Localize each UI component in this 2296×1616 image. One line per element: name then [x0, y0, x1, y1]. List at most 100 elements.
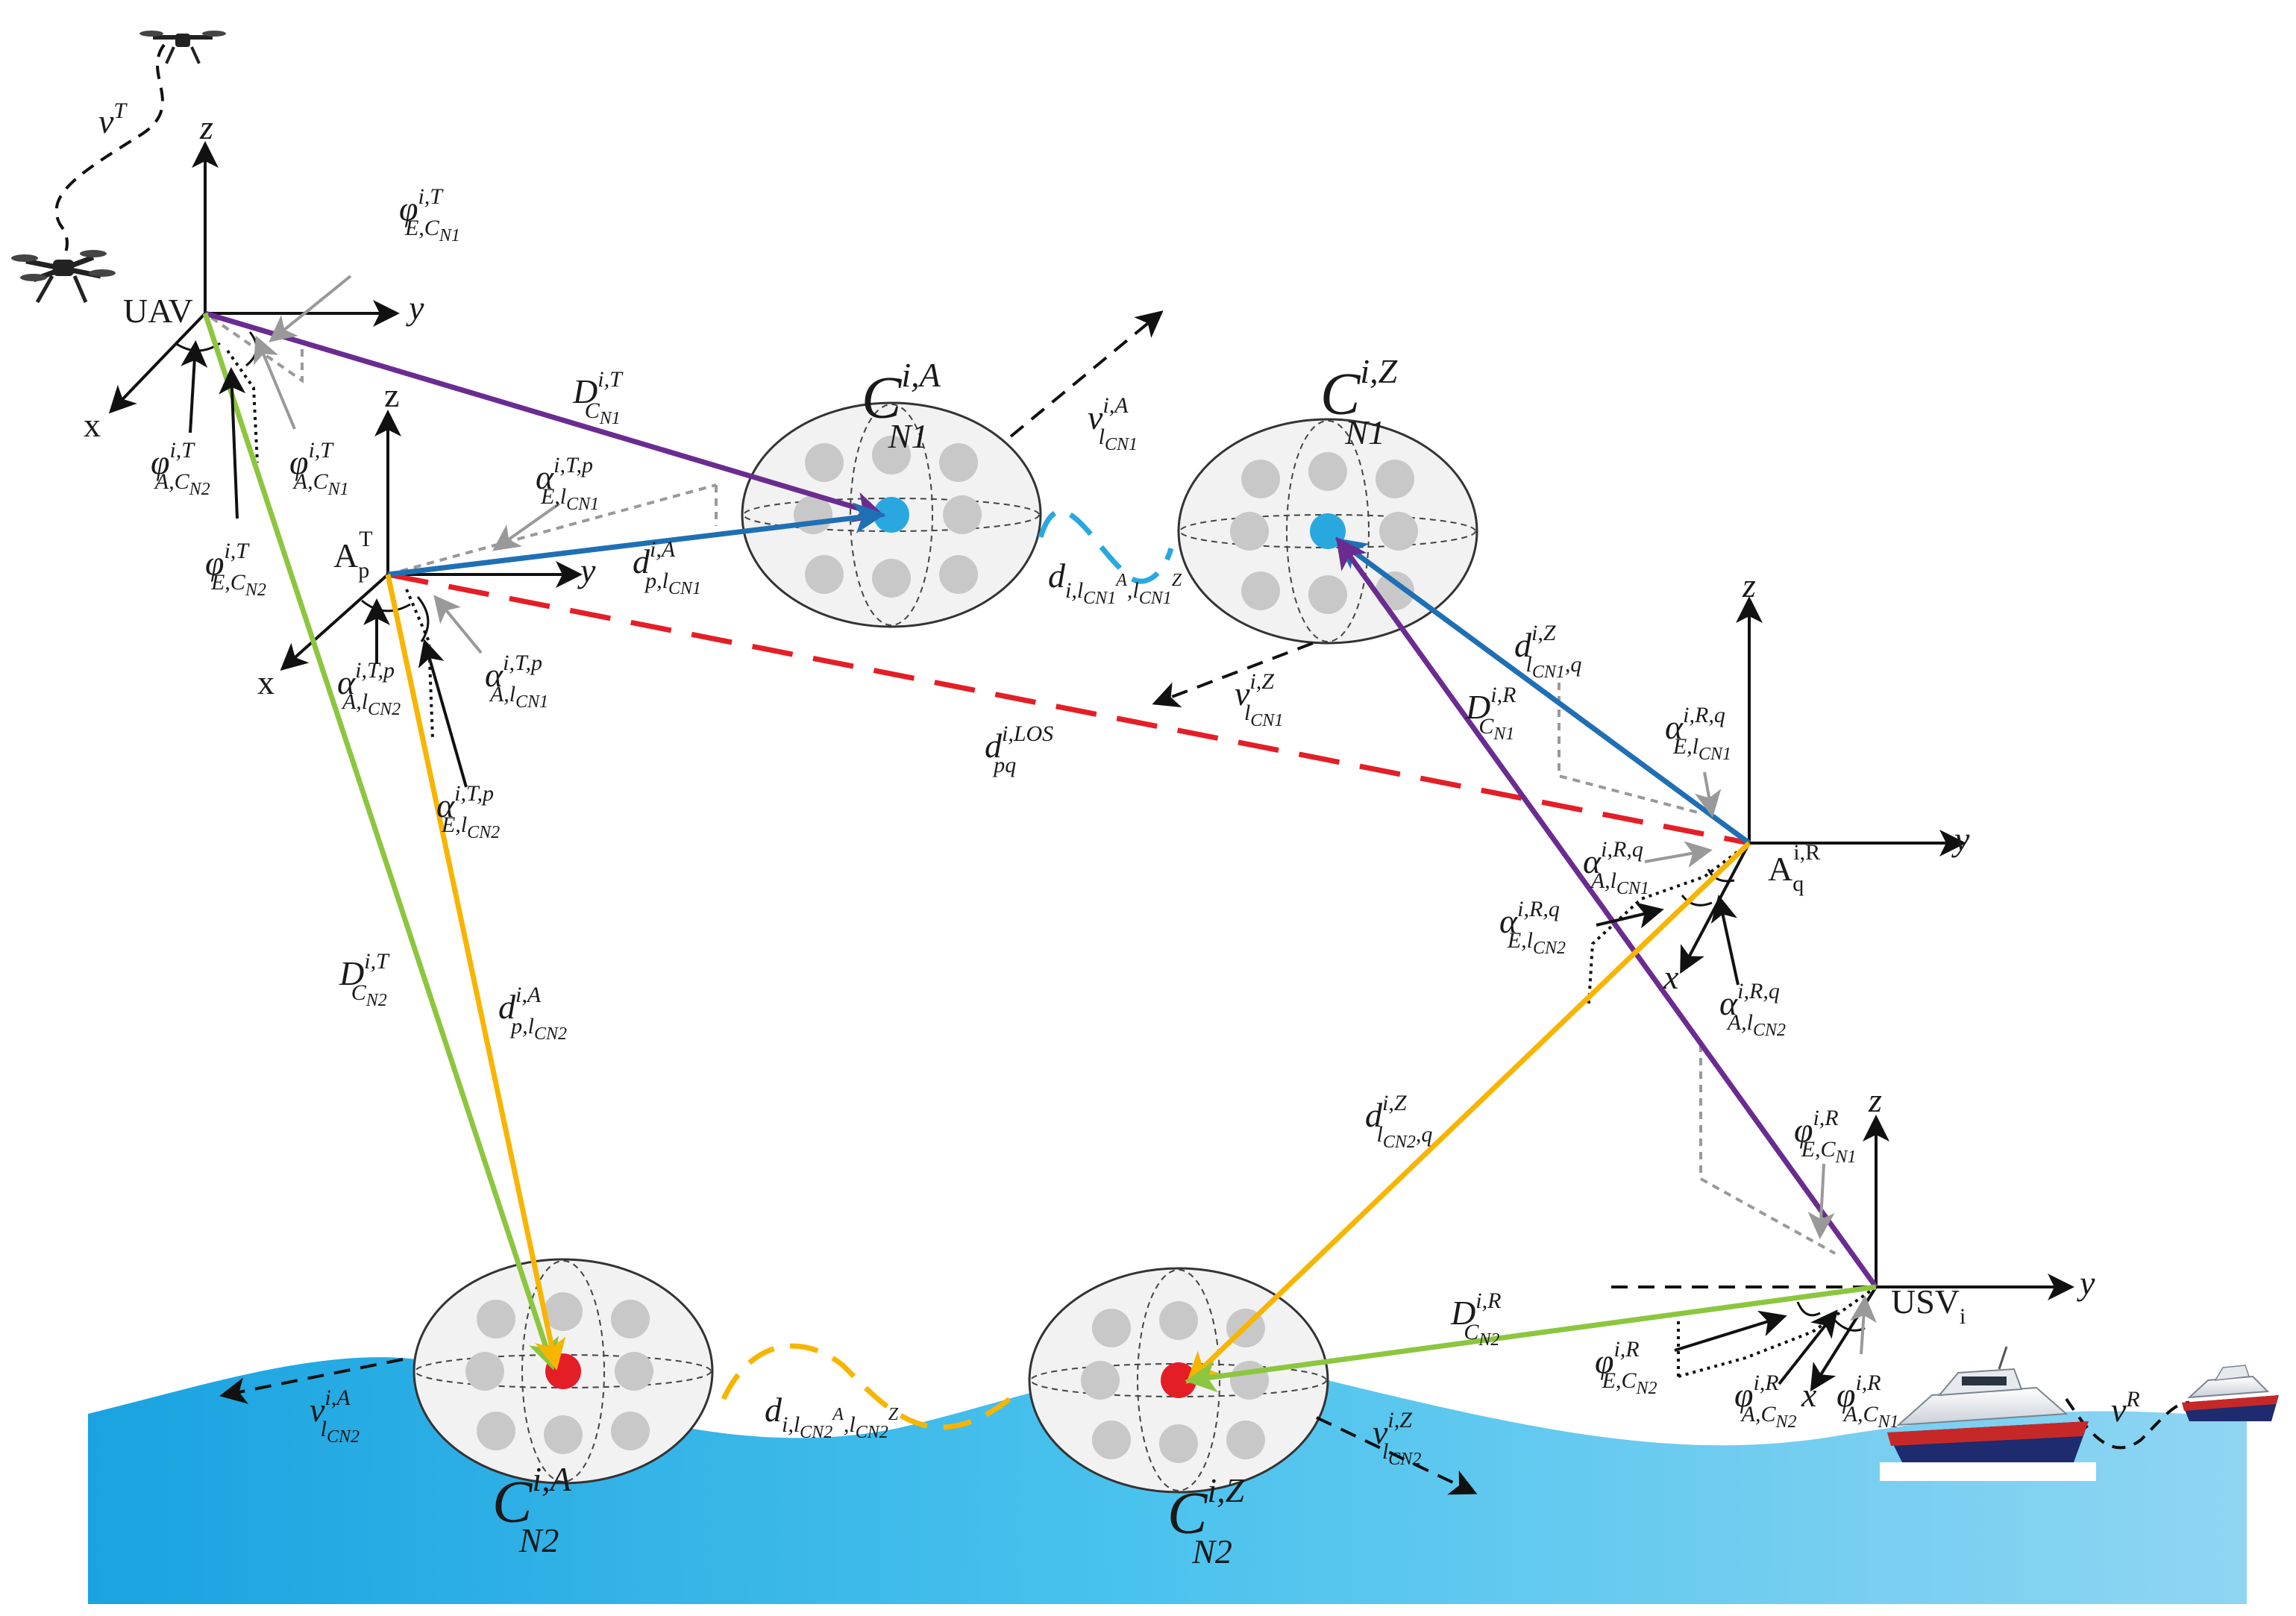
scatterer-dot [477, 1412, 515, 1450]
scattering-cluster-cn1a [741, 401, 1042, 628]
scatterer-dot [1226, 1421, 1265, 1459]
scatterer-dot [1092, 1421, 1131, 1459]
drone-icon [11, 250, 116, 304]
scatterer-dot [611, 1300, 650, 1338]
boat-icon [1880, 1346, 2096, 1481]
uav-x-axis-label: x [84, 406, 101, 444]
usv-y-axis-label: y [2077, 1264, 2095, 1302]
scatterer-dot [1230, 1361, 1269, 1400]
scatterer-dot [1159, 1301, 1198, 1340]
scatterer-dot [1308, 452, 1347, 491]
boat-icon [2182, 1365, 2279, 1421]
ap-x-axis-label: x [257, 663, 275, 701]
path-d-lCN2-q [1185, 841, 1751, 1384]
label-vT: vT [98, 98, 128, 140]
ap-axes [280, 410, 583, 671]
scattering-cluster-cn2z [1028, 1267, 1329, 1494]
uav-x-axis [108, 312, 207, 414]
velocity-arrow-cn2z [1316, 1416, 1478, 1495]
uav-trajectory [54, 43, 166, 258]
scatterer-dot [1159, 1424, 1198, 1463]
los-path-d-pq [387, 571, 1750, 846]
drone-icon [139, 31, 226, 64]
velocity-arrows [219, 310, 1478, 1495]
path-D-CN1-T [204, 310, 885, 523]
uav-y-axis-label: y [406, 289, 424, 327]
ap-z-axis-label: z [384, 376, 399, 414]
aq-z-axis-label: z [1742, 566, 1756, 604]
path-d-lCN1-q [1334, 537, 1751, 845]
path-d-p-lCN1 [387, 502, 885, 577]
scatterer-dot [611, 1412, 650, 1450]
scatterer-dot [1308, 575, 1347, 614]
scatterer-dot [465, 1352, 504, 1391]
label-pointers [181, 275, 1877, 1385]
aq-x-axis-label: x [1663, 958, 1679, 996]
uav-node-label: UAV [123, 292, 193, 330]
scatterer-dot [1376, 460, 1414, 498]
path-d-p-lCN2 [385, 574, 566, 1371]
scatterer-dot [1379, 512, 1418, 551]
scatterer-dot [939, 443, 978, 482]
scatterer-dot [477, 1300, 515, 1338]
velocity-arrow-cn1a [1009, 310, 1164, 438]
aq-y-axis-label: y [1951, 820, 1970, 858]
projection-lines [204, 312, 1836, 1255]
path-D-CN2-T [202, 312, 559, 1371]
scatterer-dot [1241, 460, 1280, 498]
black-dotted-projections [226, 349, 1878, 1378]
scatterer-dot [872, 436, 911, 475]
usv-x-axis-label: x [1801, 1376, 1817, 1414]
cluster-meridian [1137, 1269, 1220, 1491]
usv-node-label: USVi [1891, 1283, 1966, 1329]
scatterer-dot [805, 443, 844, 482]
scatterer-dot [805, 555, 844, 594]
scatterer-dot [615, 1352, 653, 1391]
cluster-link-n1 [1038, 509, 1174, 584]
scatterer-dot [872, 559, 911, 598]
ap-y-axis-label: y [577, 551, 596, 589]
cluster-meridian [850, 404, 933, 626]
path-D-CN1-R [1335, 536, 1878, 1289]
path-D-CN2-R [1185, 1284, 1877, 1393]
cluster-meridian [521, 1260, 605, 1482]
scatterer-dot [1376, 571, 1414, 610]
velocity-arrow-cn1z [1152, 642, 1314, 708]
aq-node-label: Aqi,R [1768, 840, 1820, 896]
uav-axes [108, 141, 400, 414]
scatterer-dot [943, 495, 982, 534]
label-d-ll-N2: di,lCN2A,lCN2Z [765, 1391, 899, 1442]
scatterer-dot [1230, 512, 1269, 551]
scatterer-dot [939, 555, 978, 594]
label-vR: vR [2111, 1387, 2140, 1429]
cluster-link-n2 [721, 1343, 1017, 1430]
ap-x-axis [280, 573, 389, 671]
usv-z-axis-label: z [1868, 1081, 1882, 1119]
